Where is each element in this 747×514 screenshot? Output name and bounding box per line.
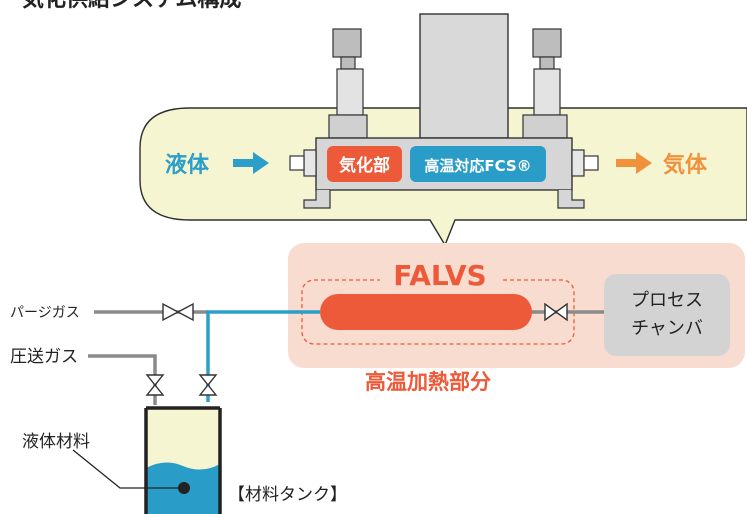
output-gas-label: 気体 (663, 152, 708, 178)
material-leader-line (72, 449, 184, 489)
header-title: 気化供給システム構成 (22, 0, 241, 12)
pressurize-gas-label: 圧送ガス (10, 347, 78, 367)
outlet-valve-icon (544, 302, 568, 322)
chamber-label-line2: チャンバ (631, 318, 703, 339)
material-tank-label: 【材料タンク】 (228, 485, 347, 505)
liquid-material-label: 液体材料 (22, 432, 90, 452)
input-arrow-icon (233, 152, 269, 174)
purge-gas-label: パージガス (10, 305, 80, 321)
vaporizer-label: 気化部 (338, 155, 390, 176)
input-liquid-label: 液体 (165, 152, 210, 178)
vaporizer-box (327, 146, 402, 182)
material-marker-dot (178, 482, 190, 494)
falvs-title: FALVS (393, 259, 486, 292)
purge-valve-icon (162, 302, 194, 322)
output-arrow-icon (616, 152, 652, 174)
pressurize-gas-line (88, 354, 157, 405)
fcs-label: 高温対応FCS® (424, 157, 531, 175)
chamber-label-line1: プロセス (631, 290, 703, 311)
vaporizer-tube (320, 294, 532, 330)
material-tank (144, 406, 222, 514)
falvs-title-bg (380, 258, 500, 292)
liquid-supply-line (206, 310, 320, 402)
heated-zone-label: 高温加熱部分 (365, 370, 491, 394)
pressurize-valve-icon (145, 374, 165, 396)
process-chamber (604, 274, 730, 356)
fcs-box (410, 146, 546, 182)
tank-outlet-valve-icon (198, 374, 218, 396)
